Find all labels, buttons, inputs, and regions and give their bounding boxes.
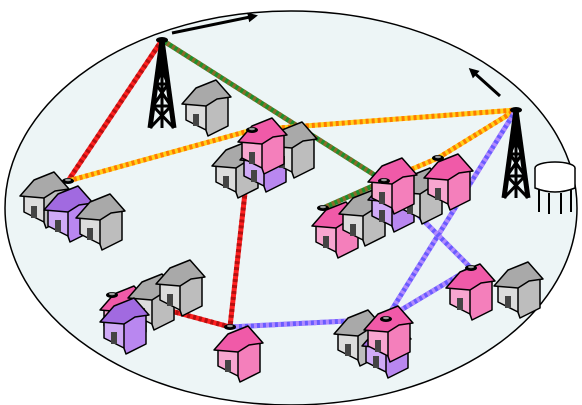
antenna-icon [62,178,74,184]
antenna-icon [432,155,444,161]
direction-arrow-icon [468,67,502,98]
antenna-icon [106,292,118,298]
antenna-icon [246,127,258,133]
water-tank-icon [534,161,576,214]
direction-arrow-icon [171,12,258,35]
link-red [65,37,165,184]
antenna-icon [317,205,329,211]
link-orange [435,107,519,161]
antenna-icon [224,324,236,330]
link-orange [65,127,255,184]
link-purple [383,107,519,322]
link-green [159,37,387,184]
antenna-icon [380,316,392,322]
antenna-icon [378,178,390,184]
antenna-icon [465,265,477,271]
